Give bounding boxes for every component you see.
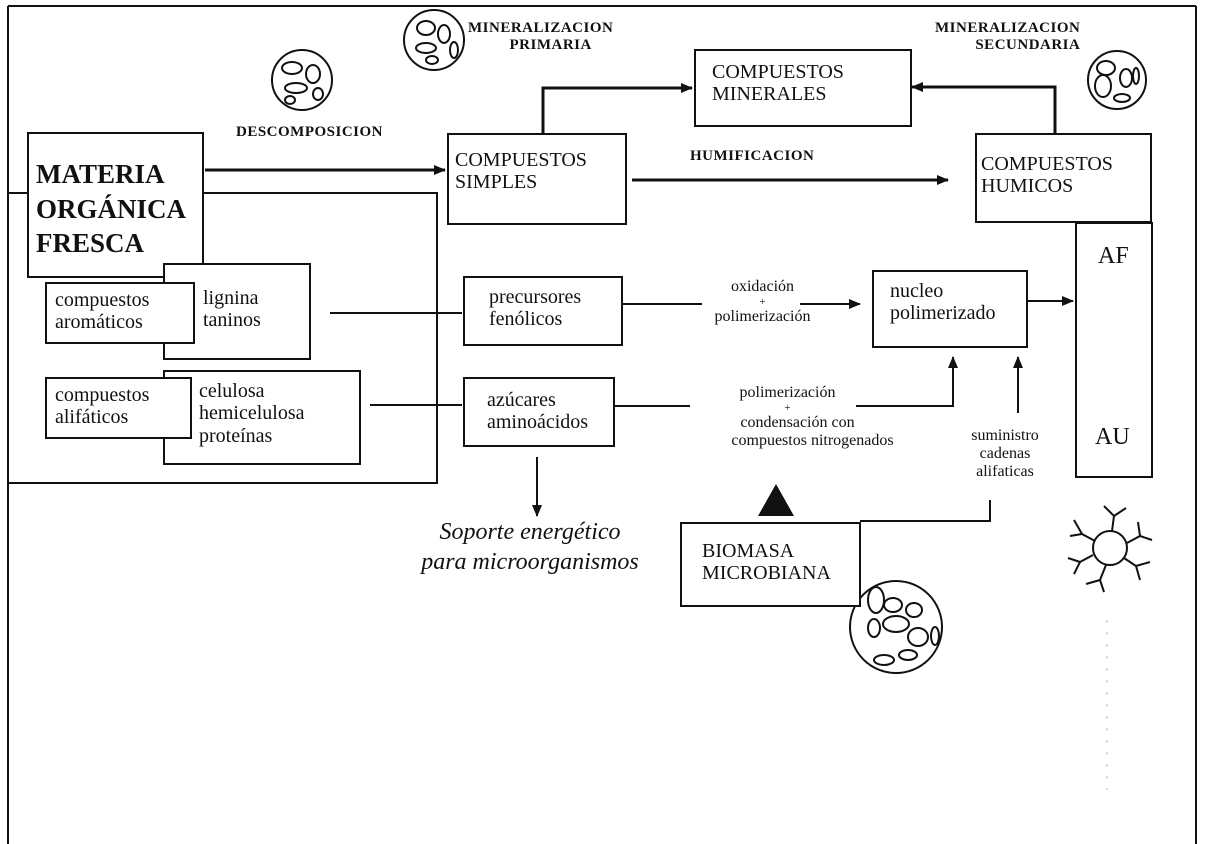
biomasa-line <box>860 500 991 522</box>
hemicelulosa-line: hemicelulosa <box>199 402 305 425</box>
materia-region <box>8 192 438 484</box>
aminoacidos-line: aminoácidos <box>487 411 589 434</box>
microbiana-line: MICROBIANA <box>702 562 831 585</box>
oxidacion-polimerizacion-line: polimerización <box>714 308 811 326</box>
oxidacion-label: oxidación + polimerización <box>695 278 830 326</box>
fenolicos-line: fenólicos <box>489 308 563 331</box>
polimerizacion-line: polimerización <box>739 384 836 401</box>
microbe-icon <box>1087 50 1147 110</box>
azucares-aminoacidos-box: azúcares aminoácidos <box>463 377 615 447</box>
compuestos-humicos-line-1: COMPUESTOS <box>981 153 1113 175</box>
descomposicion-label: DESCOMPOSICION <box>236 124 384 140</box>
mineralizacion-secundaria-line-2: SECUNDARIA <box>975 36 1081 53</box>
oxidacion-plus: + <box>759 295 766 308</box>
compuestos-simples-text: COMPUESTOS SIMPLES <box>455 149 587 194</box>
soporte-line-2: para microorganismos <box>421 549 639 575</box>
celulosa-line: celulosa <box>199 380 265 402</box>
compuestos-minerales-box: COMPUESTOS MINERALES <box>694 49 912 127</box>
azucares-line: azúcares <box>487 389 556 411</box>
materia-organica-text: MATERIA ORGÁNICA FRESCA <box>36 157 186 261</box>
alifaticas-line: alifaticas <box>976 462 1034 480</box>
oxidacion-line: oxidación <box>730 278 795 295</box>
compuestos-aromaticos-line-2: aromáticos <box>55 311 143 334</box>
compuestos-humicos-box: COMPUESTOS HUMICOS <box>975 133 1152 223</box>
compuestos-minerales-line-2: MINERALES <box>712 83 827 106</box>
compuestos-alifaticos-box: compuestos alifáticos <box>45 377 192 439</box>
azucares-aminoacidos-text: azúcares aminoácidos <box>487 389 588 434</box>
biomasa-microbiana-text: BIOMASA MICROBIANA <box>702 540 831 585</box>
polimerizado-line: polimerizado <box>890 302 996 325</box>
celulosa-text: celulosa hemicelulosa proteínas <box>199 380 305 447</box>
biomasa-microbiana-box: BIOMASA MICROBIANA <box>680 522 861 607</box>
microbe-icon <box>271 49 333 111</box>
triangle-marker <box>758 484 794 516</box>
materia-organica-line-1: MATERIA <box>36 159 165 189</box>
polimerizacion-arrow <box>856 356 958 407</box>
compuestos-aromaticos-box: compuestos aromáticos <box>45 282 195 344</box>
compuestos-alifaticos-line-1: compuestos <box>55 384 150 406</box>
soporte-energetico-label: Soporte energético para microorganismos <box>380 517 680 577</box>
microbe-icon <box>403 9 465 71</box>
mineralizacion-secundaria-label: MINERALIZACION SECUNDARIA <box>935 20 1080 54</box>
mineralizacion-primaria-arrow <box>541 83 693 133</box>
compuestos-aromaticos-line-1: compuestos <box>55 289 150 311</box>
condensacion-line: condensación con <box>740 414 855 432</box>
compuestos-simples-box: COMPUESTOS SIMPLES <box>447 133 627 225</box>
materia-organica-line-2: ORGÁNICA <box>36 193 187 224</box>
mineralizacion-primaria-line-1: MINERALIZACION <box>468 20 614 36</box>
precursores-fenolicos-box: precursores fenólicos <box>463 276 623 346</box>
compuestos-aromaticos-text: compuestos aromáticos <box>55 289 149 334</box>
humic-molecule-icon <box>1067 505 1153 593</box>
suministro-label: suministro cadenas alifaticas <box>955 427 1055 481</box>
cadenas-line: cadenas <box>979 444 1031 462</box>
nucleo-line: nucleo <box>890 280 944 302</box>
microbe-icon <box>849 580 943 674</box>
compuestos-simples-line-1: COMPUESTOS <box>455 149 587 171</box>
nucleo-polimerizado-box: nucleo polimerizado <box>872 270 1028 348</box>
precursores-fenolicos-text: precursores fenólicos <box>489 286 581 331</box>
precursores-line: precursores <box>489 286 582 308</box>
compuestos-nitrogenados-line: compuestos nitrogenados <box>731 432 894 450</box>
polimerizacion-plus: + <box>784 401 791 414</box>
humic-fraction-column <box>1075 222 1153 478</box>
nucleo-polimerizado-text: nucleo polimerizado <box>890 280 996 325</box>
compuestos-humicos-line-2: HUMICOS <box>981 175 1074 198</box>
compuestos-alifaticos-line-2: alifáticos <box>55 406 129 429</box>
lignina-line: lignina <box>203 287 259 309</box>
materia-organica-line-3: FRESCA <box>36 228 145 259</box>
mineralizacion-secundaria-line-1: MINERALIZACION <box>935 20 1081 36</box>
soporte-line-1: Soporte energético <box>439 519 621 545</box>
compuestos-simples-line-2: SIMPLES <box>455 171 538 194</box>
mineralizacion-primaria-line-2: PRIMARIA <box>509 36 592 53</box>
taninos-line: taninos <box>203 309 261 332</box>
polimerizacion-label: polimerización + condensación con compue… <box>690 384 935 450</box>
lignina-taninos-text: lignina taninos <box>203 287 261 332</box>
af-label: AF <box>1098 243 1129 269</box>
biomasa-line: BIOMASA <box>702 540 795 562</box>
suministro-line: suministro <box>971 427 1039 444</box>
mineralizacion-secundaria-arrow <box>911 82 1057 133</box>
compuestos-alifaticos-text: compuestos alifáticos <box>55 384 149 429</box>
compuestos-minerales-line-1: COMPUESTOS <box>712 61 844 83</box>
au-label: AU <box>1095 424 1130 450</box>
materia-organica-box: MATERIA ORGÁNICA FRESCA <box>27 132 204 278</box>
celulosa-box: celulosa hemicelulosa proteínas <box>163 370 361 465</box>
compuestos-humicos-text: COMPUESTOS HUMICOS <box>981 153 1113 198</box>
compuestos-minerales-text: COMPUESTOS MINERALES <box>712 61 844 106</box>
proteinas-line: proteínas <box>199 424 273 447</box>
humificacion-label: HUMIFICACION <box>690 148 815 164</box>
mineralizacion-primaria-label: MINERALIZACION PRIMARIA <box>468 20 613 54</box>
